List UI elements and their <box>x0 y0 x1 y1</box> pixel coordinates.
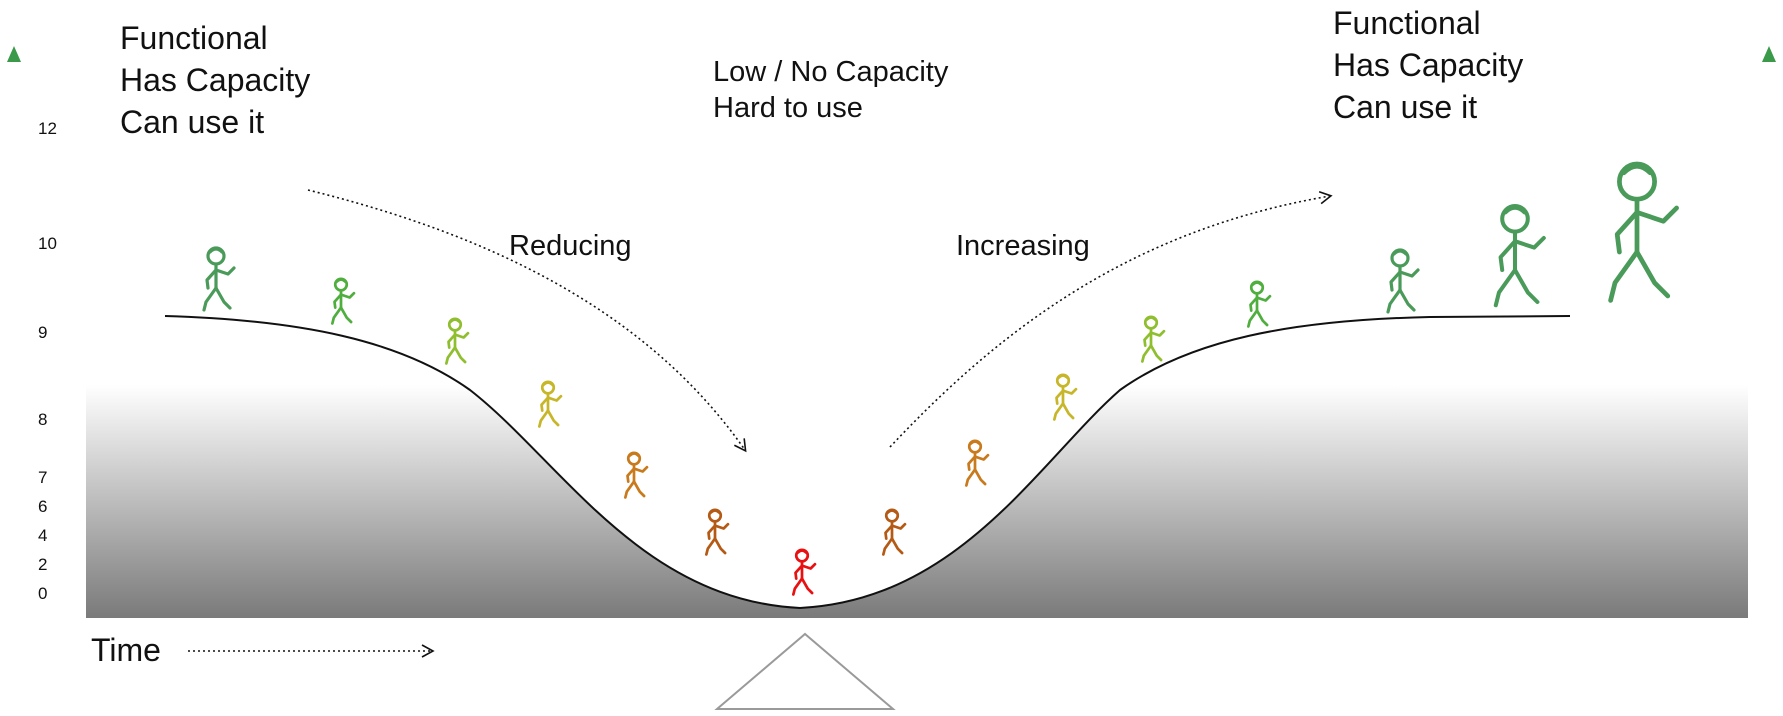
right-state-line-1: Functional <box>1333 5 1481 41</box>
scale-arrowhead-left <box>7 46 21 62</box>
stick-figure <box>445 317 470 365</box>
time-label: Time <box>91 632 161 668</box>
capacity-curve <box>164 315 1571 610</box>
stick-figure <box>1247 280 1272 328</box>
stick-figure <box>1386 248 1420 314</box>
figures-group <box>202 161 1679 598</box>
scale-tick-label: 10 <box>38 234 57 253</box>
reducing-arrow <box>307 189 747 453</box>
middle-state-label: Low / No Capacity Hard to use <box>713 54 948 126</box>
middle-state-line-1: Low / No Capacity <box>713 56 949 88</box>
right-state-label: Functional Has Capacity Can use it <box>1333 2 1523 128</box>
stick-figure <box>538 380 563 428</box>
scale-tick-label: 2 <box>38 555 48 574</box>
left-state-label: Functional Has Capacity Can use it <box>120 17 310 143</box>
increasing-label: Increasing <box>956 230 1090 262</box>
right-state-line-2: Has Capacity <box>1333 47 1524 83</box>
left-state-line-3: Can use it <box>120 104 265 140</box>
stick-figure <box>689 505 741 558</box>
scale-tick-label: 9 <box>38 323 48 342</box>
scale-tick-label: 4 <box>38 526 48 545</box>
stick-figure <box>866 505 918 558</box>
increasing-arrow <box>889 191 1333 448</box>
stick-figure <box>624 451 649 499</box>
stick-figure <box>1141 315 1166 363</box>
curve-mask <box>86 300 1748 608</box>
scale-tick-label: 12 <box>38 119 57 138</box>
middle-state-line-2: Hard to use <box>713 92 863 124</box>
stick-figure <box>1053 373 1078 421</box>
stick-figure <box>1493 203 1546 308</box>
stick-figure <box>776 545 828 598</box>
stick-figure <box>1608 161 1679 303</box>
scale-tick-label: 8 <box>38 410 48 429</box>
stick-figure <box>965 439 990 487</box>
left-state-line-1: Functional <box>120 20 268 56</box>
stick-figure <box>331 277 356 325</box>
scale-tick-label: 7 <box>38 468 48 487</box>
left-state-line-2: Has Capacity <box>120 62 311 98</box>
scale-arrowhead-right <box>1762 46 1776 62</box>
reducing-label: Reducing <box>509 230 632 262</box>
scale-tick-label: 6 <box>38 497 48 516</box>
right-state-line-3: Can use it <box>1333 89 1478 125</box>
scale-tick-label: 0 <box>38 584 48 603</box>
fulcrum-triangle <box>714 632 896 710</box>
stick-figure <box>202 246 236 312</box>
